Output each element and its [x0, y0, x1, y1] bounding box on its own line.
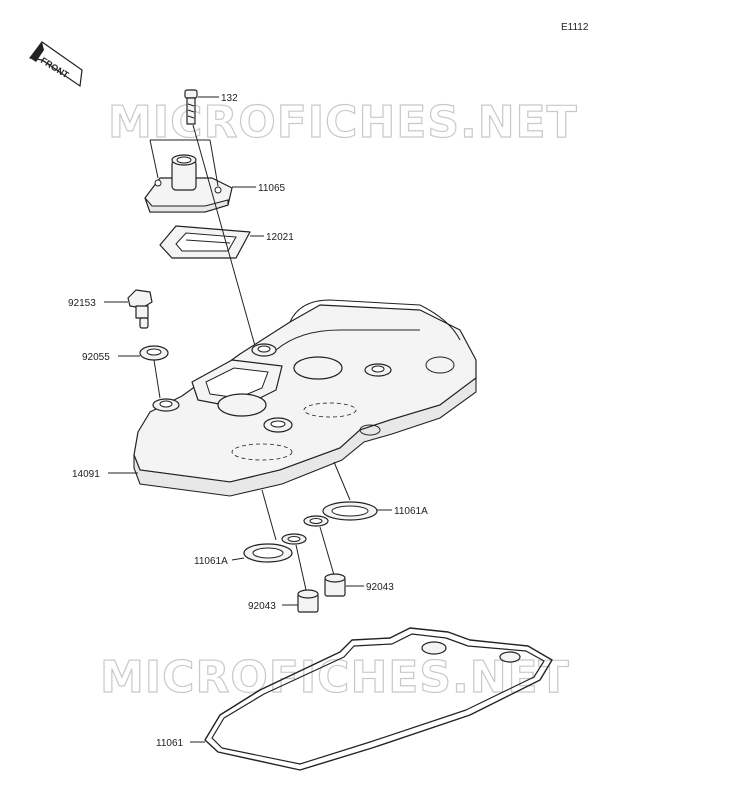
- figure-code: E1112: [561, 22, 589, 33]
- callout-12021: 12021: [266, 232, 294, 243]
- plate-12021: [159, 225, 251, 259]
- breather-cover-11065: [144, 154, 233, 213]
- dowel-pin-92043-left: [297, 589, 319, 613]
- callout-92043-left: 92043: [248, 601, 276, 612]
- callout-11065: 11065: [258, 183, 286, 194]
- callout-14091: 14091: [72, 469, 100, 480]
- front-arrow-icon: FRONT: [28, 41, 83, 88]
- callout-92153: 92153: [68, 298, 96, 309]
- head-cover-gasket-11061: [204, 627, 553, 771]
- watermark-bottom: MICROFICHES.NET: [100, 652, 570, 703]
- dowel-pin-92043-right: [324, 573, 346, 597]
- callout-11061A-right: 11061A: [394, 506, 428, 517]
- bolt-92153: [127, 289, 153, 329]
- washer-92055: [139, 345, 169, 361]
- bolt-132: [184, 89, 198, 125]
- callout-92055: 92055: [82, 352, 110, 363]
- plug-hole-gasket-11061A-left: [243, 533, 307, 563]
- plug-hole-gasket-11061A-right: [303, 501, 378, 527]
- callout-92043-right: 92043: [366, 582, 394, 593]
- callout-11061A-left: 11061A: [194, 556, 228, 567]
- callout-11061: 11061: [156, 738, 184, 749]
- cylinder-head-cover-14091: [133, 299, 477, 497]
- callout-132: 132: [221, 93, 238, 104]
